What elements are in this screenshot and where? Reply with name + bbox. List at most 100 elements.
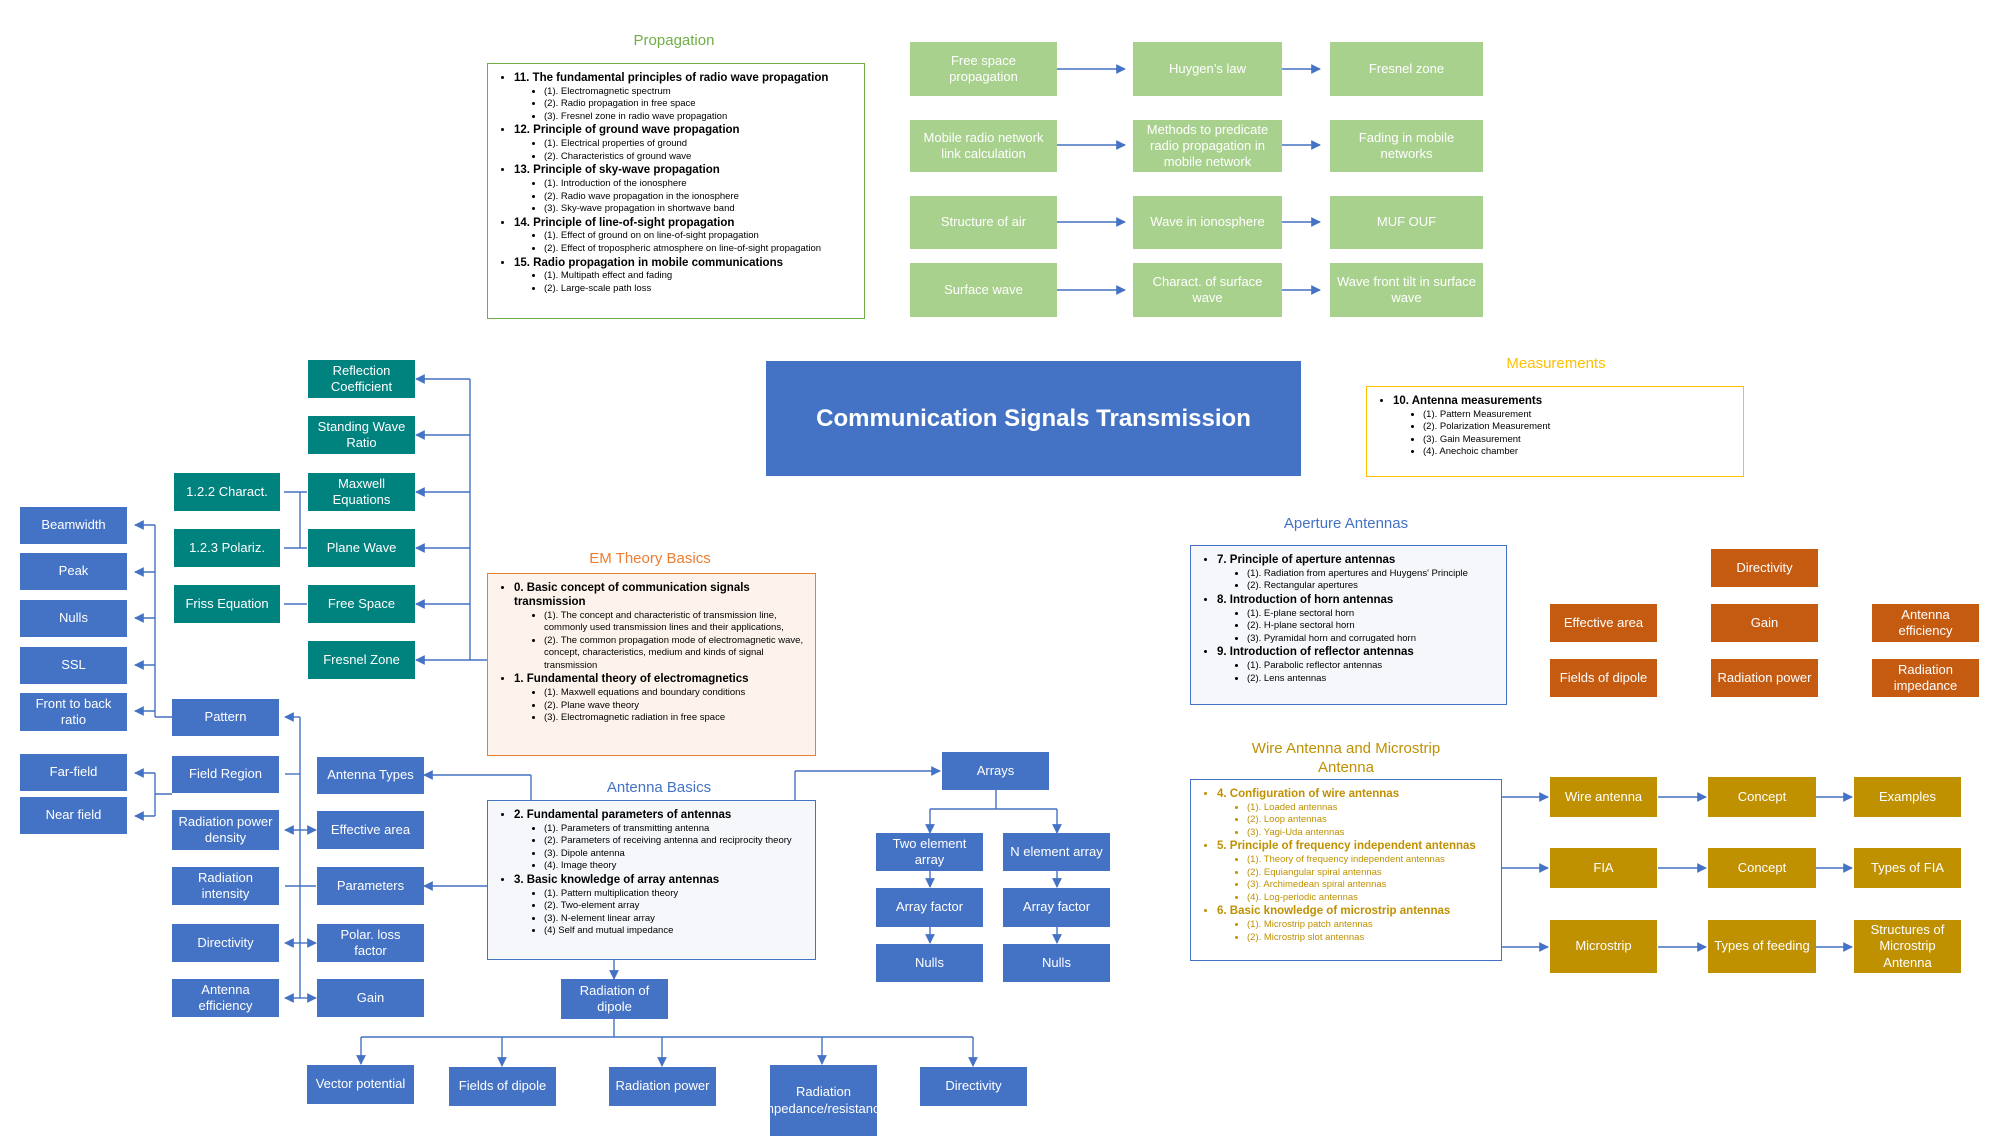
box-beamwidth[interactable]: Beamwidth xyxy=(20,507,127,544)
wire-panel: 4. Configuration of wire antennas(1). Lo… xyxy=(1190,779,1502,961)
panel-topic: 6. Basic knowledge of microstrip antenna… xyxy=(1217,905,1493,944)
box-fresnel-zone-em[interactable]: Fresnel Zone xyxy=(308,641,415,679)
panel-subtopic-list: (1). Parabolic reflector antennas(2). Le… xyxy=(1217,660,1498,685)
box-directivity-aperture[interactable]: Directivity xyxy=(1711,549,1818,587)
aperture-panel: 7. Principle of aperture antennas(1). Ra… xyxy=(1190,545,1507,705)
panel-subtopic: (2). Loop antennas xyxy=(1247,814,1493,827)
box-ssl[interactable]: SSL xyxy=(20,647,127,684)
box-polariz-123[interactable]: 1.2.3 Polariz. xyxy=(174,529,280,567)
box-antenna-efficiency-param[interactable]: Antenna efficiency xyxy=(172,979,279,1017)
box-wire-antenna[interactable]: Wire antenna xyxy=(1550,777,1657,817)
box-polar-loss-factor[interactable]: Polar. loss factor xyxy=(317,924,424,962)
panel-topic-title: 12. Principle of ground wave propagation xyxy=(514,124,740,137)
box-fresnel-zone-prop[interactable]: Fresnel zone xyxy=(1330,42,1483,96)
box-directivity-param[interactable]: Directivity xyxy=(172,924,279,962)
panel-topic: 10. Antenna measurements (1). Pattern Mea… xyxy=(1393,395,1735,459)
box-wave-front-tilt[interactable]: Wave front tilt in surface wave xyxy=(1330,263,1483,317)
box-antenna-types[interactable]: Antenna Types xyxy=(317,757,424,794)
box-effective-area-param[interactable]: Effective area xyxy=(317,811,424,849)
box-effective-area-aperture[interactable]: Effective area xyxy=(1550,604,1657,642)
box-nulls-pattern[interactable]: Nulls xyxy=(20,600,127,637)
panel-subtopic-list: (1). Parameters of transmitting antenna(… xyxy=(514,823,807,873)
panel-subtopic: (2). Parameters of receiving antenna and… xyxy=(544,835,807,848)
box-standing-wave-ratio[interactable]: Standing Wave Ratio xyxy=(308,416,415,454)
box-surface-wave[interactable]: Surface wave xyxy=(910,263,1057,317)
box-structure-air[interactable]: Structure of air xyxy=(910,196,1057,249)
box-gain-aperture[interactable]: Gain xyxy=(1711,604,1818,642)
box-directivity-dipole[interactable]: Directivity xyxy=(920,1067,1027,1106)
panel-subtopic: (4). Log-periodic antennas xyxy=(1247,892,1493,905)
panel-topic-title: 9. Introduction of reflector antennas xyxy=(1217,646,1414,659)
box-friss-equation[interactable]: Friss Equation xyxy=(174,585,280,623)
box-radiation-power-aperture[interactable]: Radiation power xyxy=(1711,659,1818,697)
panel-subtopic-list: (1). Pattern multiplication theory(2). T… xyxy=(514,888,807,938)
box-nulls-array-2[interactable]: Nulls xyxy=(1003,944,1110,982)
box-charact-surface[interactable]: Charact. of surface wave xyxy=(1133,263,1282,317)
aperture-heading: Aperture Antennas xyxy=(1283,515,1409,532)
box-near-field[interactable]: Near field xyxy=(20,797,127,834)
box-gain-param[interactable]: Gain xyxy=(317,979,424,1017)
box-huygens-law[interactable]: Huygen’s law xyxy=(1133,42,1282,96)
box-array-factor-2[interactable]: Array factor xyxy=(1003,888,1110,927)
box-far-field[interactable]: Far-field xyxy=(20,754,127,791)
panel-subtopic: (2). H-plane sectoral horn xyxy=(1247,620,1498,633)
box-free-space-propagation[interactable]: Free space propagation xyxy=(910,42,1057,96)
box-parameters[interactable]: Parameters xyxy=(317,867,424,905)
wire-heading: Wire Antenna and Microstrip Antenna xyxy=(1251,740,1441,776)
box-fading-mobile[interactable]: Fading in mobile networks xyxy=(1330,120,1483,172)
box-radiation-impedance-aperture[interactable]: Radiation impedance xyxy=(1872,659,1979,697)
box-plane-wave[interactable]: Plane Wave xyxy=(308,529,415,567)
box-radiation-power-density[interactable]: Radiation power density xyxy=(172,810,279,850)
box-fields-of-dipole-aperture[interactable]: Fields of dipole xyxy=(1550,659,1657,697)
em-theory-heading: EM Theory Basics xyxy=(589,550,711,567)
box-methods-predicate[interactable]: Methods to predicate radio propagation i… xyxy=(1133,120,1282,172)
panel-topic-title: 5. Principle of frequency independent an… xyxy=(1217,840,1476,853)
box-examples[interactable]: Examples xyxy=(1854,777,1961,817)
box-fields-of-dipole[interactable]: Fields of dipole xyxy=(449,1067,556,1106)
box-pattern[interactable]: Pattern xyxy=(172,699,279,736)
box-microstrip[interactable]: Microstrip xyxy=(1550,920,1657,973)
box-reflection-coefficient[interactable]: Reflection Coefficient xyxy=(308,360,415,398)
panel-subtopic: (2). Large-scale path loss xyxy=(544,283,856,296)
panel-topic: 12. Principle of ground wave propagation… xyxy=(514,124,856,163)
panel-subtopic-list: (1). Pattern Measurement(2). Polarizatio… xyxy=(1393,409,1735,459)
box-field-region[interactable]: Field Region xyxy=(172,756,279,793)
box-nulls-array-1[interactable]: Nulls xyxy=(876,944,983,982)
box-arrays[interactable]: Arrays xyxy=(942,752,1049,790)
panel-subtopic-list: (1). Electrical properties of ground(2).… xyxy=(514,138,856,163)
panel-subtopic: (3). Yagi-Uda antennas xyxy=(1247,827,1493,840)
box-fia[interactable]: FIA xyxy=(1550,848,1657,888)
box-muf-ouf[interactable]: MUF OUF xyxy=(1330,196,1483,249)
box-concept-2[interactable]: Concept xyxy=(1708,848,1816,888)
panel-topic-title: 10. Antenna measurements xyxy=(1393,395,1543,407)
box-vector-potential[interactable]: Vector potential xyxy=(307,1065,414,1104)
box-concept-1[interactable]: Concept xyxy=(1708,777,1816,817)
box-front-to-back[interactable]: Front to back ratio xyxy=(20,693,127,731)
box-wave-ionosphere[interactable]: Wave in ionosphere xyxy=(1133,196,1282,249)
box-structures-microstrip[interactable]: Structures of Microstrip Antenna xyxy=(1854,920,1961,973)
panel-subtopic: (1). Pattern multiplication theory xyxy=(544,888,807,901)
panel-subtopic: (3). Gain Measurement xyxy=(1423,434,1735,447)
box-two-element-array[interactable]: Two element array xyxy=(876,833,983,871)
panel-subtopic: (1). Introduction of the ionosphere xyxy=(544,178,856,191)
box-array-factor-1[interactable]: Array factor xyxy=(876,888,983,927)
panel-subtopic-list: (1). Theory of frequency independent ant… xyxy=(1217,854,1493,904)
panel-subtopic-list: (1). Multipath effect and fading(2). Lar… xyxy=(514,270,856,295)
box-radiation-intensity[interactable]: Radiation intensity xyxy=(172,867,279,905)
box-mobile-link[interactable]: Mobile radio network link calculation xyxy=(910,120,1057,172)
box-free-space[interactable]: Free Space xyxy=(308,585,415,623)
box-types-of-feeding[interactable]: Types of feeding xyxy=(1708,920,1816,973)
box-types-of-fia[interactable]: Types of FIA xyxy=(1854,848,1961,888)
box-radiation-power[interactable]: Radiation power xyxy=(609,1067,716,1106)
panel-topic-title: 13. Principle of sky-wave propagation xyxy=(514,164,720,177)
panel-subtopic: (4) Self and mutual impedance xyxy=(544,925,807,938)
box-charact-122[interactable]: 1.2.2 Charact. xyxy=(174,473,280,511)
box-antenna-efficiency-aperture[interactable]: Antenna efficiency xyxy=(1872,604,1979,642)
panel-subtopic: (1). Radiation from apertures and Huygen… xyxy=(1247,568,1498,581)
box-maxwell-equations[interactable]: Maxwell Equations xyxy=(308,473,415,511)
box-n-element-array[interactable]: N element array xyxy=(1003,833,1110,871)
box-peak[interactable]: Peak xyxy=(20,553,127,590)
box-radiation-impedance-dipole[interactable]: Radiation impedance/resistance xyxy=(760,1065,887,1136)
box-radiation-of-dipole[interactable]: Radiation of dipole xyxy=(561,979,668,1019)
